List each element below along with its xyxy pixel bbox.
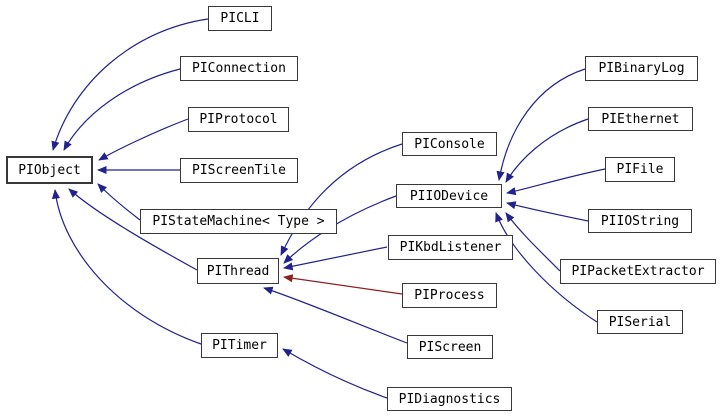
class-node-piscreentile[interactable]: PIScreenTile [180,158,298,183]
class-node-pidiagnostics[interactable]: PIDiagnostics [387,387,512,411]
class-node-piconnection[interactable]: PIConnection [180,56,298,81]
edge-pifile-to-piiodevice [506,168,606,196]
class-node-piiodevice[interactable]: PIIODevice [396,184,502,208]
edge-piprotocol-to-piobject [98,118,189,161]
edge-pithread-to-piobject [68,188,198,271]
class-node-piscreen[interactable]: PIScreen [407,335,493,359]
class-node-piethernet[interactable]: PIEthernet [588,107,693,131]
class-node-piprotocol[interactable]: PIProtocol [188,107,289,132]
class-node-pifile[interactable]: PIFile [605,157,675,182]
edge-piserial-to-piiodevice [495,212,598,323]
edge-pipacketextractor-to-piiodevice [505,212,561,272]
class-node-piobject[interactable]: PIObject [6,156,93,184]
edge-pidiagnostics-to-pitimer [282,348,388,399]
edge-pistatemachine-to-piobject [97,183,141,221]
class-node-piprocess[interactable]: PIProcess [402,283,497,308]
class-node-picli[interactable]: PICLI [208,6,272,31]
edge-pibinarylog-to-piiodevice [496,68,586,182]
edge-piiostring-to-piiodevice [506,201,589,222]
edge-piconsole-to-pithread [280,143,403,256]
edge-piconnection-to-piobject [63,68,181,151]
edge-piethernet-to-piiodevice [505,118,589,183]
class-node-piconsole[interactable]: PIConsole [402,132,497,156]
edge-pikbdlistener-to-pithread [282,246,388,271]
edge-pitimer-to-piobject [51,188,202,345]
edge-piprocess-to-pithread [282,274,403,295]
class-node-piiostring[interactable]: PIIOString [588,209,692,233]
edge-picli-to-piobject [51,18,209,151]
class-node-pibinarylog[interactable]: PIBinaryLog [585,56,698,81]
class-node-pistatemachine[interactable]: PIStateMachine< Type > [140,209,337,234]
class-node-piserial[interactable]: PISerial [597,310,683,334]
class-node-pitimer[interactable]: PITimer [201,333,278,358]
class-node-pikbdlistener[interactable]: PIKbdListener [388,235,513,260]
class-node-pipacketextractor[interactable]: PIPacketExtractor [560,259,716,284]
class-node-pithread[interactable]: PIThread [197,258,279,284]
edge-piscreen-to-pithread [263,286,408,344]
